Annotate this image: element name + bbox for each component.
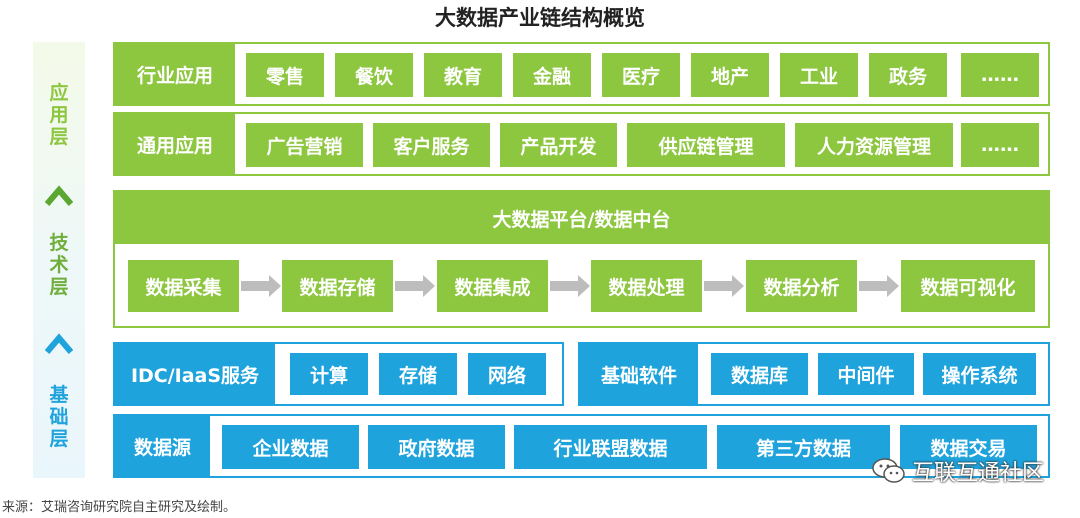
app-item: 餐饮 (335, 53, 413, 97)
infra-label: IDC/IaaS服务 (115, 344, 275, 404)
layer-sidebar: 应 用 层 技 术 层 基 础 层 (33, 42, 85, 478)
arrow-right-icon (859, 275, 899, 297)
pipeline-step: 数据存储 (282, 260, 393, 312)
app-item: 供应链管理 (627, 123, 785, 167)
app-item: 人力资源管理 (795, 123, 953, 167)
chevron-up-icon (45, 333, 73, 354)
row-label: 通用应用 (115, 114, 235, 174)
infra-item: 网络 (468, 353, 546, 395)
software-item: 中间件 (818, 353, 914, 395)
datasource-item: 行业联盟数据 (514, 425, 707, 469)
infra-item: 计算 (290, 353, 368, 395)
software-item: 操作系统 (923, 353, 1036, 395)
app-item: 客户服务 (373, 123, 490, 167)
pipeline-step: 数据处理 (591, 260, 702, 312)
app-item: 零售 (246, 53, 324, 97)
app-item: 教育 (424, 53, 502, 97)
datasource-item: 政府数据 (368, 425, 505, 469)
arrow-right-icon (550, 275, 590, 297)
pipeline-step: 数据可视化 (901, 260, 1035, 312)
arrow-right-icon (704, 275, 744, 297)
app-item: 广告营销 (246, 123, 363, 167)
layer-label-base: 基 础 层 (49, 384, 69, 450)
platform-block: 大数据平台/数据中台 数据采集 数据存储 数据集成 数据处理 数据分析 数据可视… (113, 190, 1050, 328)
chevron-up-icon (45, 185, 73, 206)
infra-block: IDC/IaaS服务 计算 存储 网络 (113, 342, 564, 406)
datasource-label: 数据源 (115, 416, 210, 476)
software-item: 数据库 (711, 353, 808, 395)
source-footnote: 来源：艾瑞咨询研究院自主研究及绘制。 (2, 500, 237, 515)
watermark: 互联互通社区 (872, 455, 1044, 487)
wechat-icon (872, 458, 905, 483)
pipeline-step: 数据分析 (746, 260, 857, 312)
app-item: 工业 (780, 53, 858, 97)
platform-header: 大数据平台/数据中台 (115, 192, 1048, 244)
app-item: …… (961, 53, 1039, 97)
app-item: 医疗 (602, 53, 680, 97)
datasource-item: 第三方数据 (717, 425, 890, 469)
row-general-apps: 通用应用 广告营销 客户服务 产品开发 供应链管理 人力资源管理 …… (113, 112, 1050, 176)
app-item: 金融 (513, 53, 591, 97)
watermark-text: 互联互通社区 (911, 461, 1044, 486)
datasource-item: 企业数据 (222, 425, 359, 469)
app-item: 地产 (691, 53, 769, 97)
pipeline-step: 数据集成 (437, 260, 548, 312)
app-item: …… (961, 123, 1039, 167)
row-label: 行业应用 (115, 44, 235, 104)
pipeline-step: 数据采集 (128, 260, 239, 312)
layer-label-application: 应 用 层 (49, 82, 69, 148)
app-item: 产品开发 (500, 123, 617, 167)
diagram-title: 大数据产业链结构概览 (435, 6, 645, 30)
app-item: 政务 (869, 53, 947, 97)
software-block: 基础软件 数据库 中间件 操作系统 (578, 342, 1050, 406)
software-label: 基础软件 (580, 344, 698, 404)
layer-label-technology: 技 术 层 (49, 232, 69, 298)
arrow-right-icon (395, 275, 435, 297)
arrow-right-icon (241, 275, 281, 297)
row-industry-apps: 行业应用 零售 餐饮 教育 金融 医疗 地产 工业 政务 …… (113, 42, 1050, 106)
datasource-item: 数据交易 (900, 425, 1037, 469)
infra-item: 存储 (379, 353, 457, 395)
datasource-block: 数据源 企业数据 政府数据 行业联盟数据 第三方数据 数据交易 (113, 414, 1050, 478)
